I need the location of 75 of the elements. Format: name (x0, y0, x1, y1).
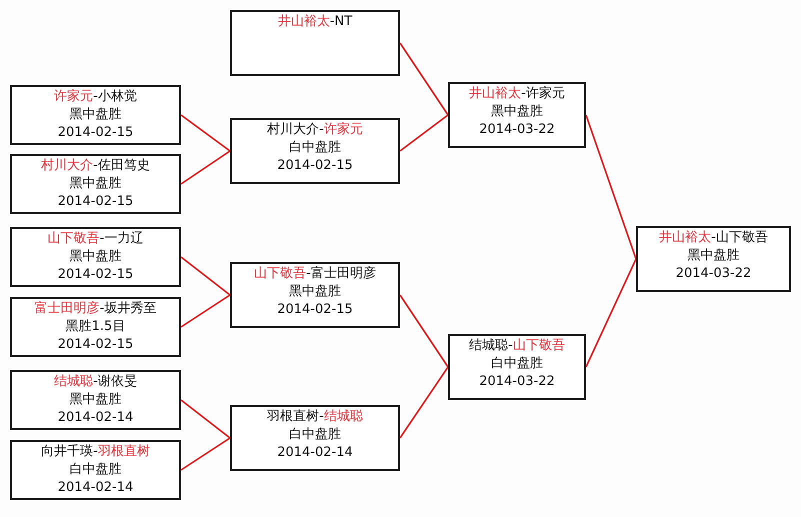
bracket-line (399, 42, 449, 116)
match-date: 2014-02-15 (276, 157, 354, 175)
result-text: 黑中盘胜 (686, 247, 740, 265)
match-box (636, 226, 791, 292)
opponent-name: -富士田明彦 (306, 266, 376, 281)
match-date: 2014-02-15 (56, 336, 134, 354)
opponent-name: -许家元 (521, 86, 565, 101)
winner-name: 山下敬吾 (512, 338, 565, 353)
result-text: 白中盘胜 (288, 139, 342, 157)
match-box (10, 440, 181, 500)
result-text: 黑胜1.5目 (64, 318, 126, 336)
winner-name: 井山裕太 (659, 230, 712, 245)
winner-name: 井山裕太 (278, 14, 330, 29)
result-text: 黑中盘胜 (68, 106, 122, 124)
bracket-line (180, 399, 230, 439)
match-box (230, 405, 400, 471)
match-box (10, 370, 181, 430)
match-date: 2014-02-15 (56, 124, 134, 142)
winner-name: 山下敬吾 (48, 231, 100, 246)
match-date: 2014-02-14 (276, 444, 354, 462)
match-box (448, 334, 586, 400)
match-box (230, 262, 400, 328)
winner-name: 许家元 (54, 89, 94, 104)
opponent-name: -坂井秀至 (100, 301, 156, 316)
bracket-line (585, 114, 637, 260)
bracket-line (400, 114, 448, 152)
winner-name: 许家元 (324, 122, 363, 137)
match-date: 2014-03-22 (674, 265, 752, 283)
match-date: 2014-02-15 (276, 301, 354, 319)
match-box (10, 85, 181, 145)
winner-name: 村川大介 (41, 158, 94, 173)
opponent-name: -小林觉 (93, 89, 137, 104)
opponent-name: -NT (330, 14, 352, 29)
match-date: 2014-02-14 (56, 409, 134, 427)
result-text: 黑中盘胜 (68, 248, 122, 266)
bracket-line (399, 294, 449, 368)
bracket-line (399, 366, 449, 438)
match-box (230, 118, 400, 184)
bracket-line (180, 114, 230, 152)
opponent-name: 结城聪- (469, 338, 513, 353)
match-box (230, 10, 400, 76)
opponent-name: 羽根直树- (267, 409, 324, 424)
opponent-name: 村川大介- (267, 122, 324, 137)
match-date: 2014-03-22 (478, 121, 556, 139)
winner-name: 山下敬吾 (254, 266, 306, 281)
result-text: 白中盘胜 (490, 355, 544, 373)
result-text: 黑中盘胜 (68, 175, 122, 193)
bracket-line (585, 258, 637, 368)
opponent-name: -佐田笃史 (93, 158, 150, 173)
result-text: 白中盘胜 (288, 426, 342, 444)
match-date: 2014-02-14 (56, 479, 134, 497)
opponent-name: 向井千瑛- (41, 444, 98, 459)
bracket-line (180, 437, 230, 471)
result-text: 黑中盘胜 (68, 391, 122, 409)
result-text: 黑中盘胜 (288, 283, 342, 301)
result-text: 黑中盘胜 (490, 103, 544, 121)
match-box (10, 227, 181, 287)
bracket-line (180, 256, 230, 296)
match-box (10, 297, 181, 357)
result-text: 白中盘胜 (68, 461, 122, 479)
opponent-name: -一力辽 (100, 231, 144, 246)
winner-name: 富士田明彦 (34, 301, 100, 316)
opponent-name: -谢依旻 (93, 374, 137, 389)
bracket-line (180, 150, 230, 185)
winner-name: 羽根直树 (98, 444, 150, 459)
match-box (448, 82, 586, 148)
winner-name: 结城聪 (54, 374, 94, 389)
match-date: 2014-02-15 (56, 193, 134, 211)
match-date: 2014-03-22 (478, 373, 556, 391)
match-date: 2014-02-15 (56, 266, 134, 284)
match-box (10, 154, 181, 214)
bracket-line (180, 294, 230, 328)
opponent-name: -山下敬吾 (711, 230, 768, 245)
winner-name: 井山裕太 (469, 86, 522, 101)
winner-name: 结城聪 (324, 409, 363, 424)
